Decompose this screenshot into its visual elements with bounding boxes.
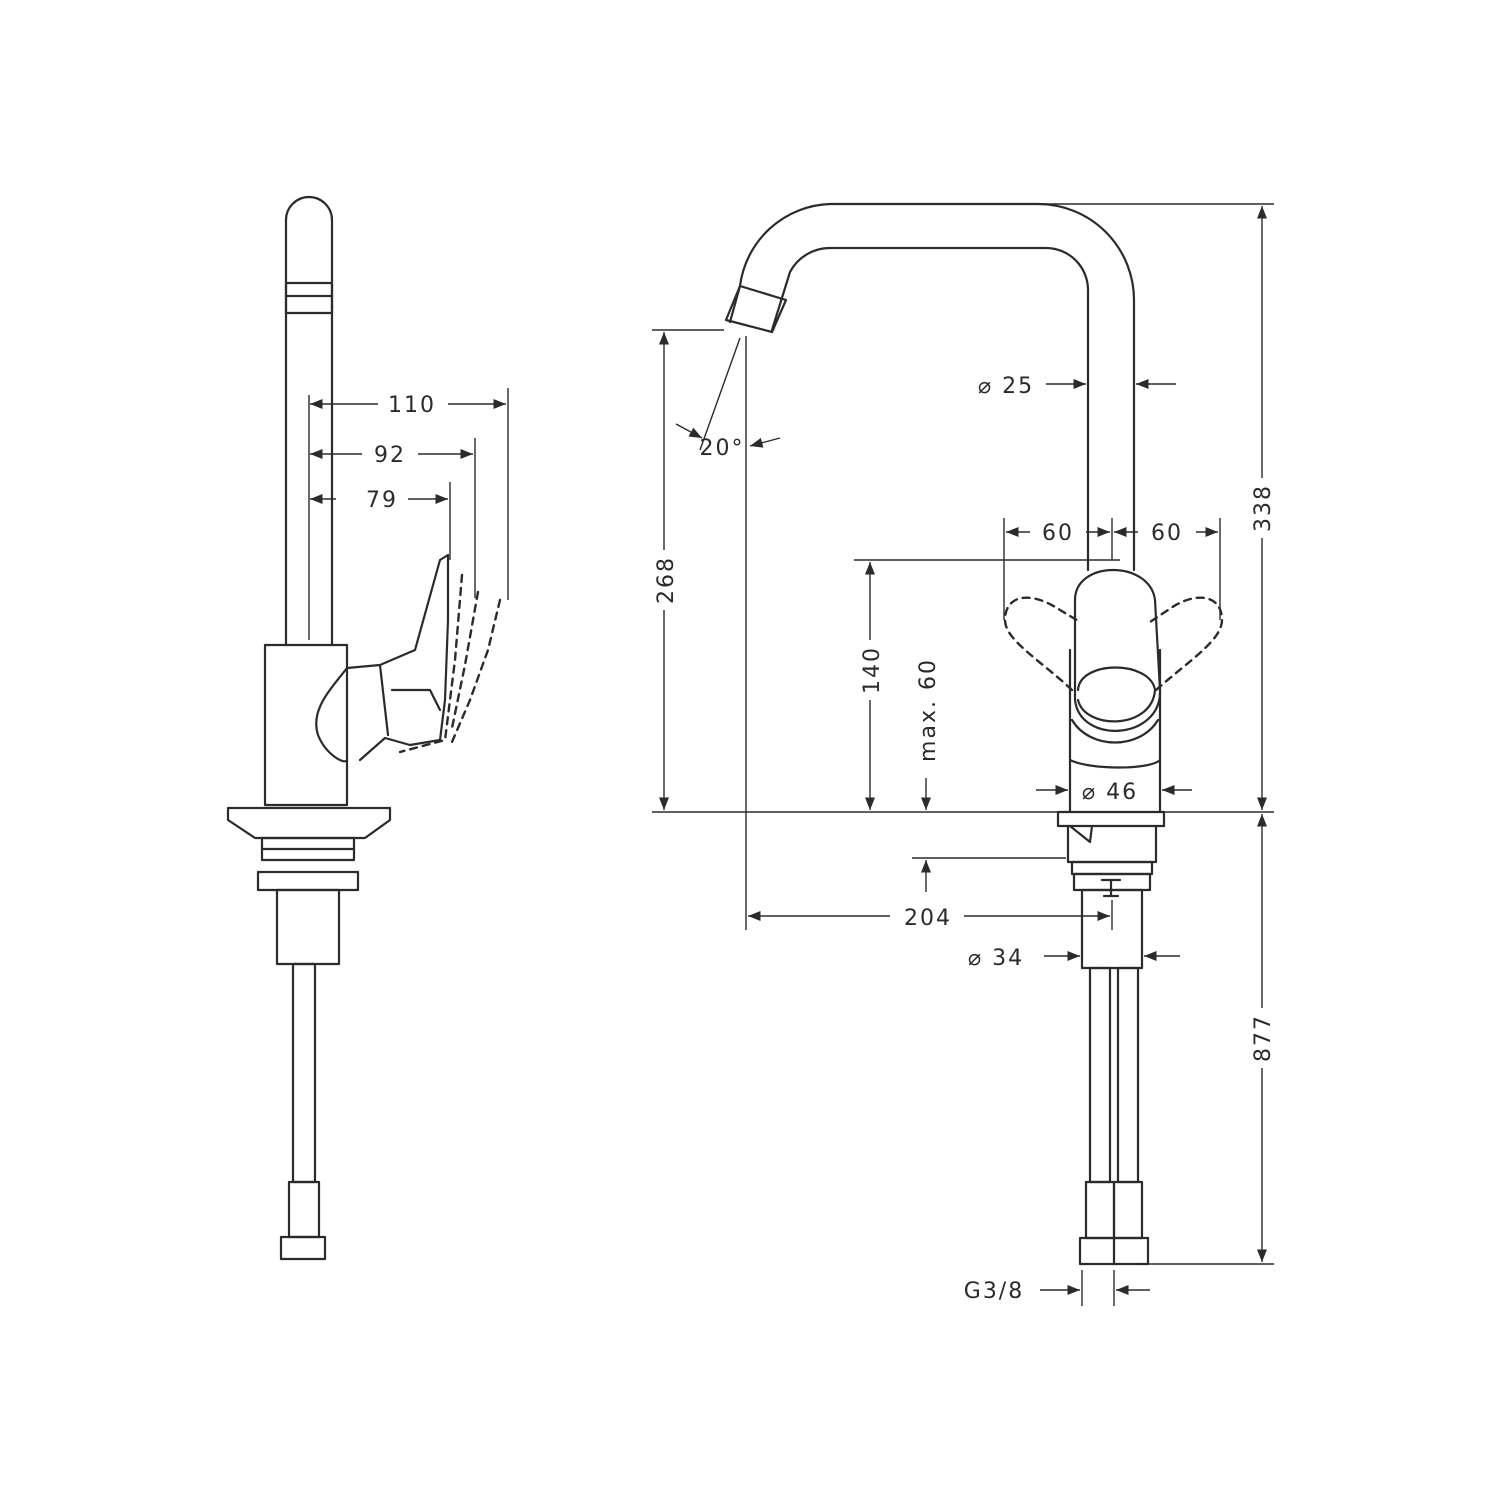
- dim-110: 110: [388, 393, 436, 418]
- dim-92: 92: [374, 443, 406, 468]
- side-shank: [275, 888, 341, 966]
- dim-spout-height: 268: [654, 556, 679, 604]
- dim-max-thickness: max. 60: [916, 658, 941, 762]
- side-hose: [291, 962, 317, 1184]
- dim-spout-reach: 204: [904, 906, 952, 931]
- dim-79: 79: [366, 488, 398, 513]
- dim-body-diameter: ⌀ 46: [1082, 780, 1138, 805]
- front-deck-plate: [1056, 810, 1166, 828]
- side-lever-alt-positions: [398, 573, 464, 754]
- side-deck-plate: [226, 806, 392, 840]
- side-lever: [315, 666, 349, 763]
- dim-angle: 20°: [700, 436, 745, 461]
- dim-lever-left: 60: [1042, 521, 1074, 546]
- dim-spout-diameter: ⌀ 25: [978, 374, 1034, 399]
- dim-shank-diameter: ⌀ 34: [968, 946, 1024, 971]
- side-hose-nut: [279, 1235, 327, 1261]
- dim-connection: G3/8: [964, 1279, 1024, 1304]
- dim-hose-length: 877: [1251, 1014, 1276, 1062]
- front-hoses: [1078, 966, 1150, 1266]
- front-view: [652, 202, 1274, 1306]
- side-spout: [284, 195, 334, 647]
- dim-lever-right: 60: [1151, 521, 1183, 546]
- front-lever: [1073, 569, 1162, 732]
- front-spout: [770, 246, 1090, 572]
- side-aerator: [284, 281, 334, 315]
- dim-total-height: 338: [1251, 484, 1276, 532]
- side-view: [226, 195, 509, 1261]
- front-shank: [1080, 888, 1144, 970]
- front-lever-alt-positions: [1003, 596, 1082, 692]
- front-aerator: [724, 284, 788, 334]
- side-body: [263, 643, 349, 807]
- dim-clearance: 140: [860, 646, 885, 694]
